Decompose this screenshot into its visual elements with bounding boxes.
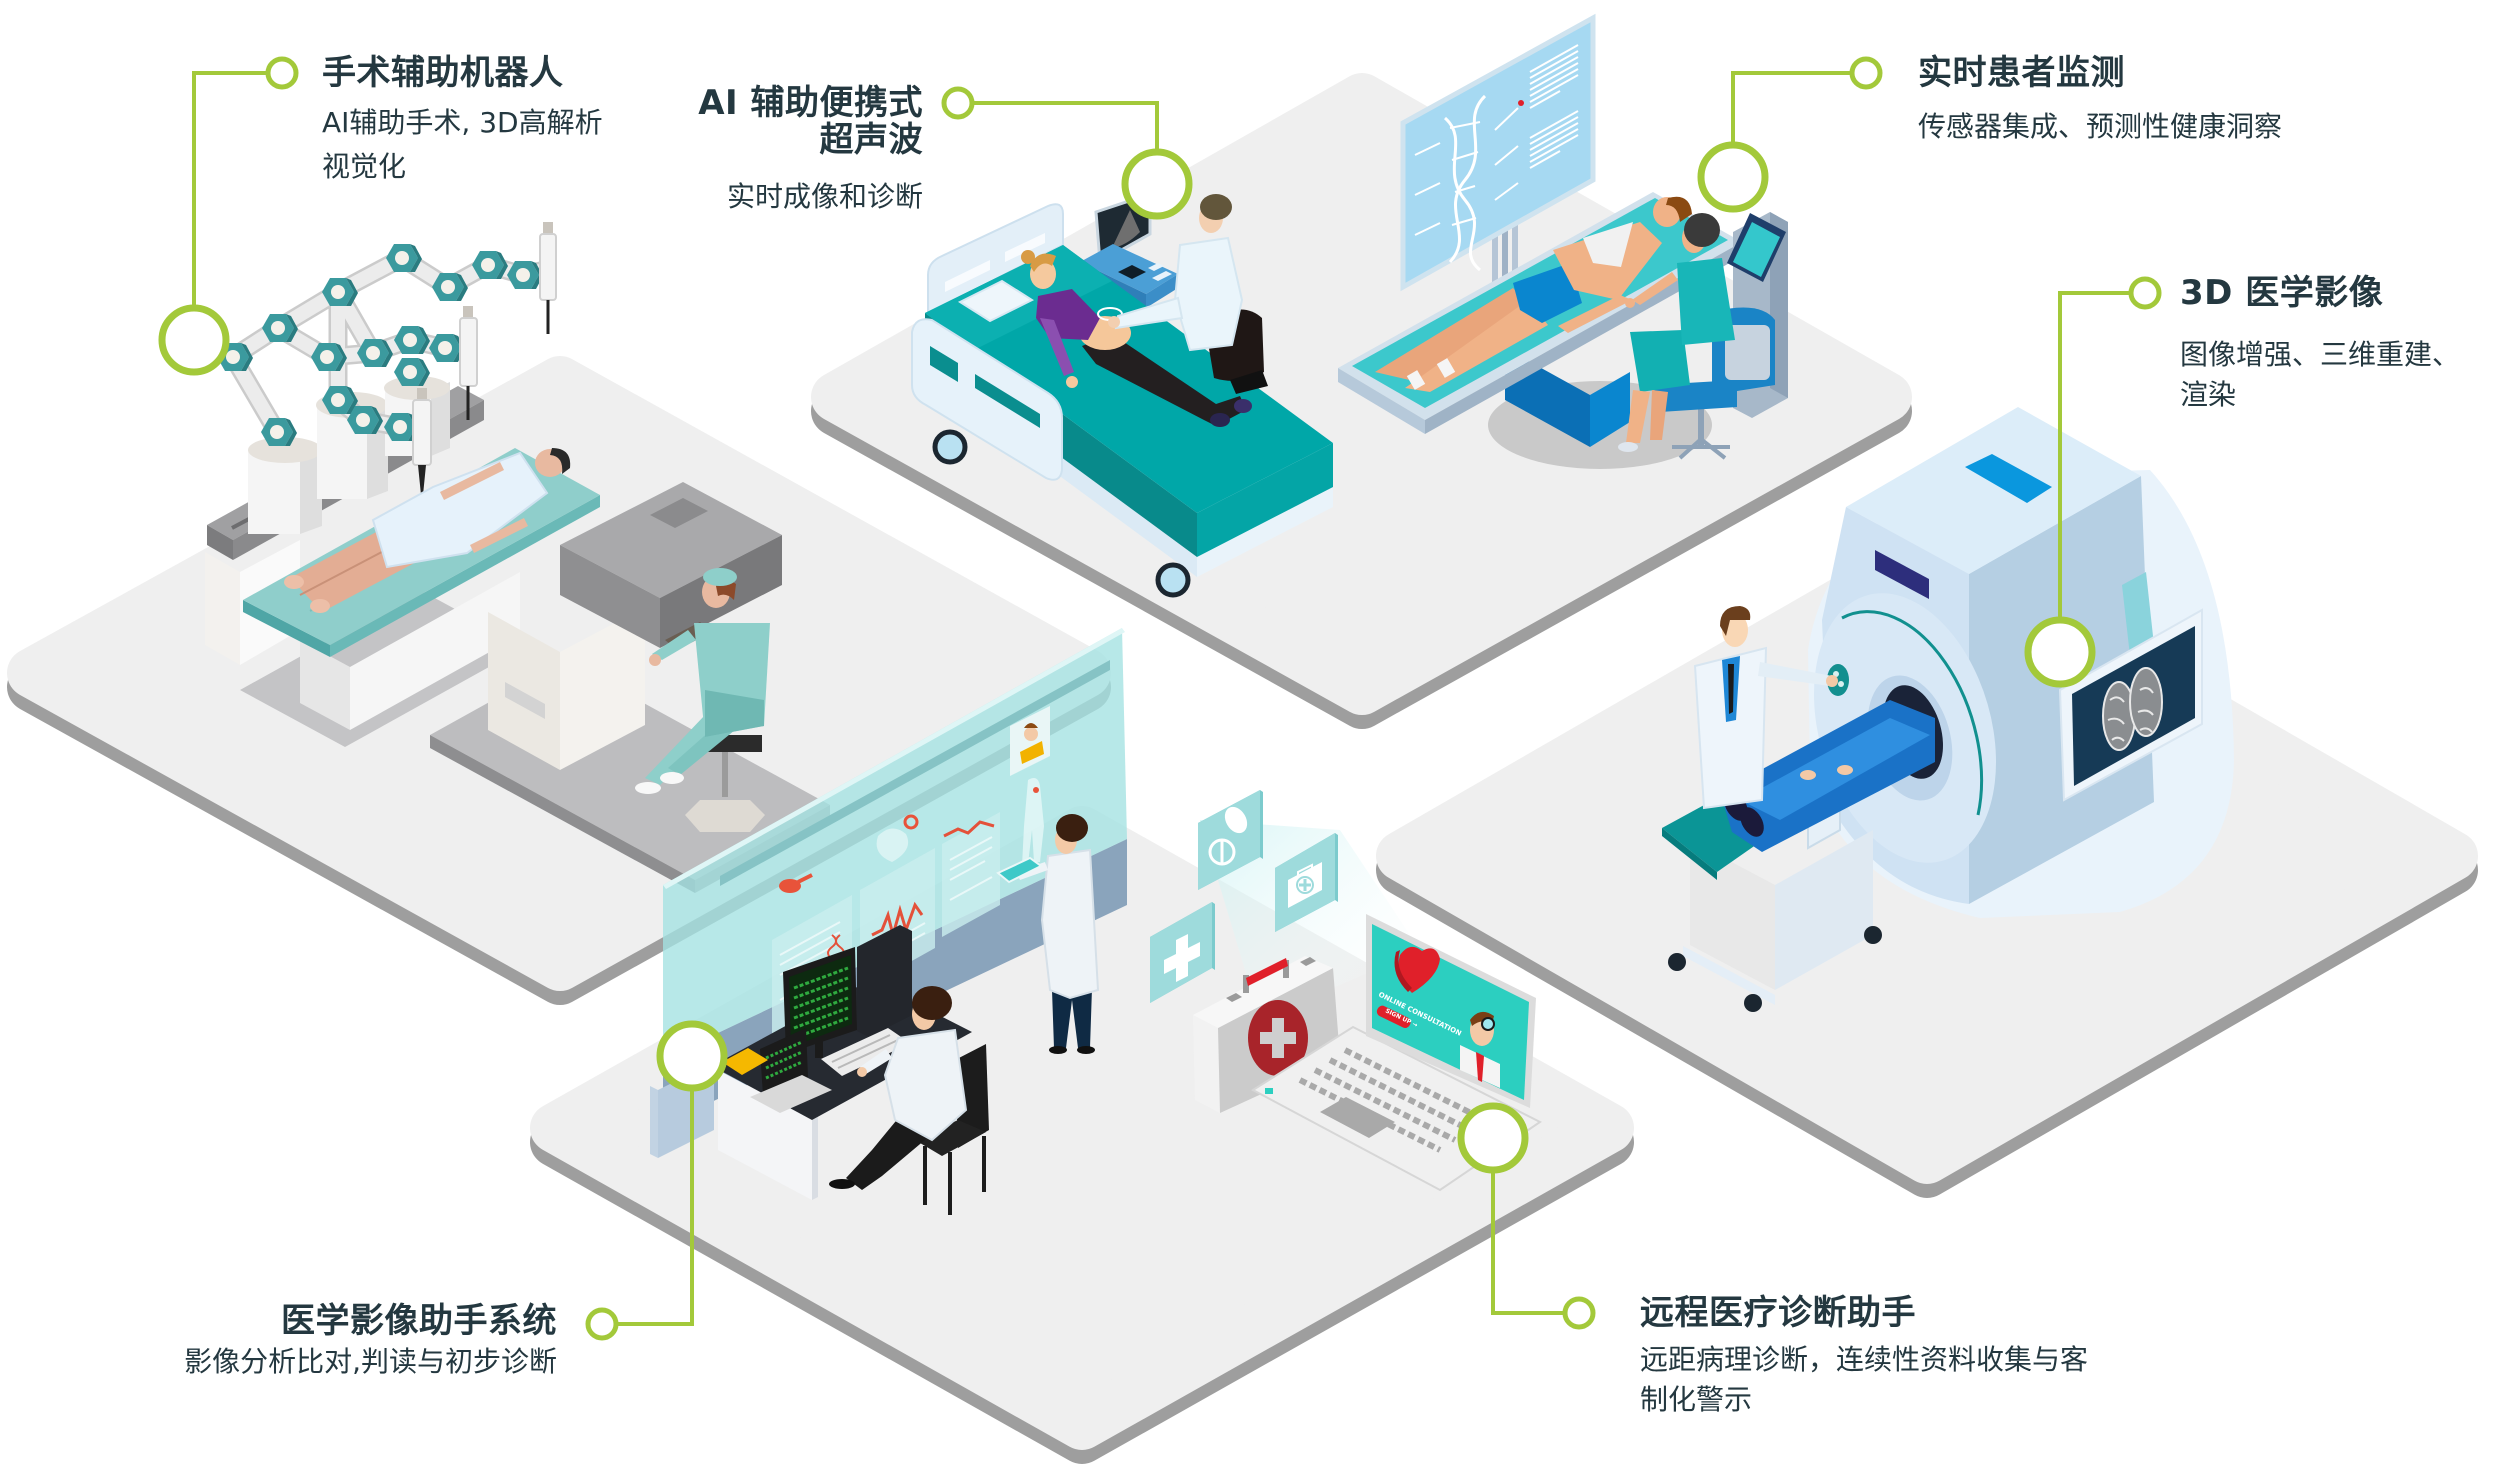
laptop-screen: ONLINE CONSULTATION SIGN UP → — [1372, 924, 1529, 1100]
callout-title-telemedicine: 远程医疗诊断助手 — [1640, 1293, 1916, 1333]
callout-title-3d-imaging: 3D 医学影像 — [2180, 273, 2383, 313]
connector-surgical-robot — [192, 71, 282, 340]
desc-line: 影像分析比对,判读与初步诊断 — [184, 1345, 557, 1378]
workstation-desk — [712, 925, 972, 1200]
first-aid-kit — [1193, 956, 1340, 1113]
dna-display-screen — [1400, 13, 1596, 292]
marker-small-imaging-assistant — [585, 1307, 619, 1341]
callout-desc-telemedicine: 远距病理诊断，连续性资料收集与客 制化警示 — [1640, 1340, 2088, 1420]
mri-scene — [1662, 407, 2234, 1012]
marker-small-3d-imaging — [2128, 276, 2162, 310]
telemedicine-scene: ONLINE CONSULTATION SIGN UP → — [1150, 790, 1542, 1192]
callout-desc-3d-imaging: 图像增强、三维重建、 渲染 — [2180, 335, 2460, 415]
connector-telemedicine — [1491, 1138, 1579, 1315]
callout-desc-patient-monitoring: 传感器集成、预测性健康洞察 — [1918, 106, 2282, 148]
desc-line: 远距病理诊断，连续性资料收集与客 — [1640, 1343, 2089, 1376]
patient-surgery — [284, 448, 571, 613]
marker-large-surgical-robot — [158, 304, 230, 376]
title-line: 3D 医学影像 — [2180, 273, 2384, 313]
marker-large-3d-imaging — [2024, 616, 2096, 688]
desc-line: 制化警示 — [1640, 1383, 1753, 1416]
callout-title-imaging-assistant: 医学影像助手系统 — [281, 1301, 557, 1341]
title-line: 医学影像助手系统 — [281, 1301, 557, 1341]
robot-surgical-tools — [412, 222, 557, 505]
marker-small-telemedicine — [1562, 1296, 1596, 1330]
marker-large-telemedicine — [1457, 1102, 1529, 1174]
title-line: 远程医疗诊断助手 — [1640, 1293, 1916, 1333]
callout-desc-ultrasound: 实时成像和诊断 — [727, 176, 923, 218]
callout-desc-surgical-robot: AI辅助手术, 3D高解析 视觉化 — [322, 101, 603, 189]
patient-lying-monitored — [1375, 196, 1692, 392]
medical-cross-icon — [1150, 902, 1215, 1003]
mri-control-panel — [1827, 664, 1849, 696]
ultrasound-scene — [911, 191, 1333, 598]
marker-small-surgical-robot — [265, 56, 299, 90]
title-line: 超声波 — [819, 120, 923, 160]
desc-line: AI辅助手术, 3D高解析 — [322, 106, 603, 139]
callout-title-patient-monitoring: 实时患者监测 — [1918, 53, 2125, 93]
connector-3d-imaging — [2058, 291, 2145, 652]
title-line: 实时患者监测 — [1918, 53, 2125, 93]
callout-title-surgical-robot: 手术辅助机器人 — [322, 53, 564, 93]
doctor-standing-tablet — [996, 814, 1100, 1054]
brain-scan-monitor — [2058, 608, 2203, 802]
marker-large-imaging-assistant — [656, 1020, 728, 1092]
marker-large-patient-monitoring — [1697, 141, 1769, 213]
marker-small-patient-monitoring — [1849, 56, 1883, 90]
nurse — [1618, 213, 1775, 460]
callout-connectors — [192, 71, 2145, 1326]
surgeon — [635, 568, 770, 832]
doctor-seated-workstation — [829, 986, 989, 1215]
imaging-assistant-scene — [650, 628, 1127, 1215]
desc-line: 视觉化 — [322, 150, 407, 183]
radiologist — [1693, 606, 1838, 810]
desc-line: 传感器集成、预测性健康洞察 — [1918, 110, 2283, 143]
connector-imaging-assistant — [602, 1056, 694, 1326]
callout-desc-imaging-assistant: 影像分析比对,判读与初步诊断 — [184, 1341, 557, 1383]
holographic-display-panel — [663, 628, 1127, 1059]
pill-icon — [1198, 790, 1263, 890]
desc-line: 图像增强、三维重建、 — [2180, 338, 2461, 371]
doctor-sonographer — [1108, 194, 1268, 394]
title-line: 手术辅助机器人 — [322, 53, 564, 93]
callout-title-ultrasound: AI 辅助便携式 超声波 — [698, 85, 923, 159]
title-line: AI 辅助便携式 — [698, 83, 923, 123]
patient-monitoring-scene — [1338, 13, 1788, 469]
callout-markers — [158, 56, 2162, 1341]
desc-line: 渲染 — [2180, 378, 2237, 411]
marker-large-ultrasound — [1121, 148, 1193, 220]
desc-line: 实时成像和诊断 — [726, 180, 923, 213]
first-aid-kit-icon — [1275, 833, 1338, 932]
marker-small-ultrasound — [941, 86, 975, 120]
